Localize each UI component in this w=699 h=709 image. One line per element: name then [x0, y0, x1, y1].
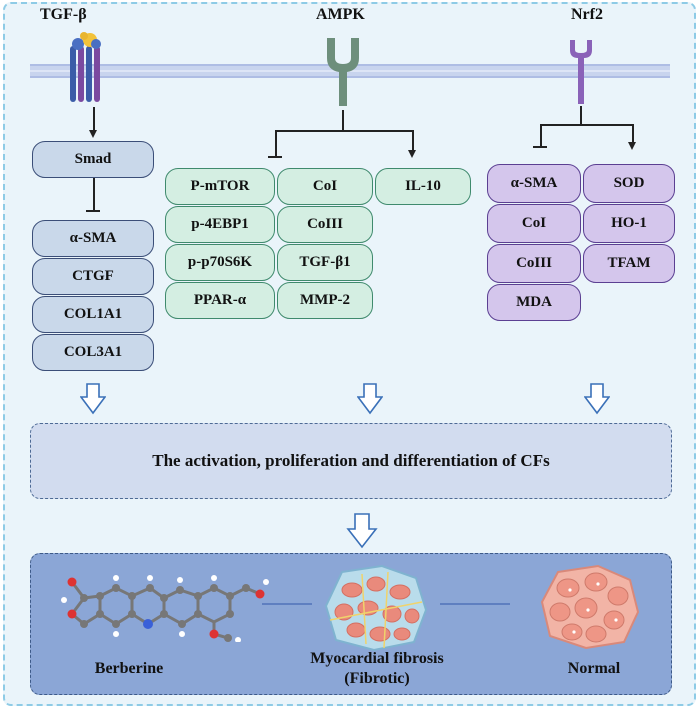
tgf-connector: [93, 107, 95, 130]
nrf2-inhibited-box: MDA: [487, 284, 581, 321]
nrf2-activated-box: TFAM: [583, 244, 675, 283]
tgf-target-box: CTGF: [32, 258, 154, 295]
nrf2-receptor-icon: [570, 40, 592, 104]
nrf2-inhibit-line: [540, 124, 542, 146]
progress-line-2: [440, 603, 510, 605]
down-arrow-icon: [357, 383, 383, 415]
tgf-receptor-icon: [70, 32, 101, 102]
ampk-inhibited-box: CoI: [277, 168, 373, 205]
nrf2-inhibited-box: CoIII: [487, 244, 581, 283]
tgf-target-box: α-SMA: [32, 220, 154, 257]
tgf-arrowhead-icon: [89, 130, 97, 138]
tgf-title: TGF-β: [40, 6, 87, 23]
ampk-inhibited-box: CoIII: [277, 206, 373, 243]
fibrosis-label-line1: Myocardial fibrosis: [310, 650, 444, 667]
nrf2-arrowhead-icon: [628, 142, 636, 150]
nrf2-activated-box: HO-1: [583, 204, 675, 243]
ampk-inhibited-box: PPAR-α: [165, 282, 275, 319]
berberine-molecule-icon: [61, 575, 269, 642]
down-arrow-icon: [80, 383, 106, 415]
tgf-target-box: COL1A1: [32, 296, 154, 333]
ampk-inhibited-box: p-p70S6K: [165, 244, 275, 281]
ampk-activated-box: IL-10: [375, 168, 471, 205]
nrf2-activate-line: [632, 124, 634, 142]
nrf2-branch: [540, 124, 633, 126]
ampk-connector: [342, 110, 344, 130]
ampk-inhibited-box: P-mTOR: [165, 168, 275, 205]
ampk-activate-line: [412, 130, 414, 150]
ampk-branch: [275, 130, 413, 132]
ampk-inhibit-bar: [268, 156, 282, 158]
progress-line-1: [262, 603, 312, 605]
smad-inhibit-bar: [86, 210, 100, 212]
berberine-label: Berberine: [94, 660, 164, 677]
down-arrow-icon: [584, 383, 610, 415]
nrf2-activated-box: SOD: [583, 164, 675, 203]
fibrotic-tissue-icon: [324, 564, 428, 652]
ampk-arrowhead-icon: [408, 150, 416, 158]
nrf2-inhibited-box: CoI: [487, 204, 581, 243]
down-arrow-icon: [346, 513, 378, 549]
ampk-inhibited-box: p-4EBP1: [165, 206, 275, 243]
fibrosis-label-line2: (Fibrotic): [344, 670, 410, 687]
smad-box: Smad: [32, 141, 154, 178]
ampk-receptor-icon: [327, 38, 359, 106]
nrf2-inhibited-box: α-SMA: [487, 164, 581, 203]
ampk-inhibited-box: MMP-2: [277, 282, 373, 319]
cf-outcome-label: The activation, proliferation and differ…: [152, 451, 550, 470]
nrf2-inhibit-bar: [533, 146, 547, 148]
tgf-target-box: COL3A1: [32, 334, 154, 371]
normal-label: Normal: [567, 660, 621, 677]
normal-tissue-icon: [540, 564, 640, 650]
nrf2-connector: [580, 106, 582, 124]
fibrosis-label: Myocardial fibrosis (Fibrotic): [292, 649, 462, 689]
smad-connector: [93, 178, 95, 210]
ampk-inhibited-box: TGF-β1: [277, 244, 373, 281]
ampk-title: AMPK: [316, 6, 365, 23]
ampk-inhibit-line: [275, 130, 277, 156]
nrf2-title: Nrf2: [571, 6, 603, 23]
cf-outcome-panel: The activation, proliferation and differ…: [30, 423, 672, 499]
